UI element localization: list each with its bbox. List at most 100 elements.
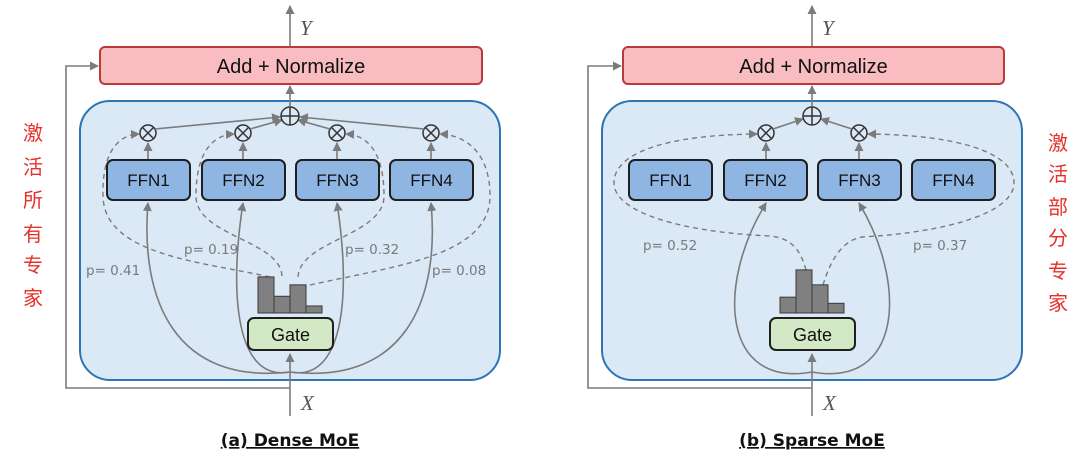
routing-curve	[235, 202, 291, 374]
gate-score-bar	[273, 295, 291, 314]
input-label: X	[822, 391, 837, 415]
gate-weight-curve	[297, 129, 385, 278]
expert-box	[817, 159, 902, 201]
expert-label: FFN3	[316, 171, 359, 190]
side-label-char: 家	[23, 286, 43, 310]
probability-label: p= 0.37	[913, 238, 967, 254]
gate-weight-curve	[102, 129, 271, 278]
expert-ffn1: FFN1	[628, 159, 713, 201]
side-label-char: 有	[23, 222, 43, 246]
side-label-char: 部	[1048, 195, 1068, 219]
side-label-char: 活	[23, 155, 43, 179]
expert-label: FFN1	[127, 171, 170, 190]
routing-curves	[733, 202, 891, 375]
gate-weight-curves	[102, 129, 491, 286]
expert-box	[723, 159, 808, 201]
expert-box	[628, 159, 713, 201]
gate-score-bar	[811, 284, 829, 314]
multiply-node	[328, 124, 346, 142]
weighted-sum-arrow	[299, 113, 425, 130]
add-normalize-box	[622, 46, 1005, 85]
expert-ffn1: FFN1	[106, 159, 191, 201]
side-label-char: 专	[1048, 259, 1068, 283]
gate-score-histogram	[779, 269, 845, 314]
expert-ffn3: FFN3	[295, 159, 380, 201]
routing-curve	[289, 202, 437, 375]
side-label: 激 活 部 分 专 家	[1048, 131, 1068, 315]
expert-ffn3: FFN3	[817, 159, 902, 201]
output-label: Y	[822, 16, 836, 40]
expert-ffn4: FFN4	[389, 159, 474, 201]
gate-label: Gate	[271, 325, 310, 345]
multiply-node	[234, 124, 252, 142]
multiply-node	[422, 124, 440, 142]
panel-caption: (a) Dense MoE	[221, 431, 359, 451]
input-label: X	[300, 391, 315, 415]
side-label: 激 活 所 有 专 家	[23, 121, 43, 310]
panel-caption: (b) Sparse MoE	[739, 431, 885, 451]
expert-label: FFN4	[932, 171, 975, 190]
weighted-sum-arrow	[249, 117, 283, 130]
routing-curve	[811, 202, 891, 375]
probability-label: p= 0.08	[432, 263, 486, 279]
expert-label: FFN2	[744, 171, 787, 190]
gate-weight-curve	[195, 129, 283, 277]
add-normalize-box	[99, 46, 483, 85]
probability-label: p= 0.41	[86, 263, 140, 279]
routing-curves	[142, 202, 437, 375]
side-label-char: 所	[23, 188, 43, 212]
gate-weight-curves	[613, 129, 1015, 286]
gate-score-bar	[257, 276, 275, 314]
expert-label: FFN3	[838, 171, 881, 190]
side-label-char: 活	[1048, 162, 1068, 186]
residual-connection	[587, 61, 812, 389]
dense-moe-panel: Y Add + Normalize FFN1 FFN2 FFN3	[23, 5, 501, 451]
gate-label: Gate	[793, 325, 832, 345]
side-label-char: 激	[1048, 131, 1068, 155]
gate-score-bar	[289, 284, 307, 314]
expert-box	[201, 159, 286, 201]
side-label-char: 家	[1048, 291, 1068, 315]
side-label-char: 激	[23, 121, 43, 145]
expert-label: FFN2	[222, 171, 265, 190]
residual-connection	[65, 61, 290, 389]
multiply-node	[850, 124, 868, 142]
add-normalize-label: Add + Normalize	[217, 56, 365, 78]
add-normalize-label: Add + Normalize	[739, 56, 887, 78]
routing-curve	[142, 202, 291, 375]
routing-curve	[733, 202, 813, 375]
expert-ffn4: FFN4	[911, 159, 996, 201]
gate-score-bar	[305, 305, 323, 314]
weighted-sum-arrow	[772, 117, 804, 130]
gate-weight-curve	[613, 129, 807, 271]
probability-label: p= 0.32	[345, 242, 399, 258]
gate-weight-curve	[309, 129, 491, 286]
gate-score-bar	[827, 302, 845, 314]
output-label: Y	[300, 16, 314, 40]
side-label-char: 分	[1048, 226, 1068, 250]
probability-label: p= 0.19	[184, 242, 238, 258]
sparse-moe-panel: Y Add + Normalize FFN1 FFN2 FFN3 FFN4	[587, 5, 1068, 451]
side-label-char: 专	[23, 253, 43, 277]
sum-node	[802, 106, 822, 126]
expert-box	[106, 159, 191, 201]
gate-score-bar	[795, 269, 813, 314]
expert-ffn2: FFN2	[201, 159, 286, 201]
expert-ffn2: FFN2	[723, 159, 808, 201]
expert-label: FFN1	[649, 171, 692, 190]
multiply-node	[757, 124, 775, 142]
multiply-node	[139, 124, 157, 142]
expert-box	[295, 159, 380, 201]
gate-box	[247, 317, 334, 351]
probability-label: p= 0.52	[643, 238, 697, 254]
routing-curve	[289, 202, 345, 374]
sum-node	[280, 106, 300, 126]
gate-weight-curve	[822, 129, 1015, 286]
weighted-sum-arrow	[820, 117, 853, 130]
expert-box	[911, 159, 996, 201]
gate-score-bar	[779, 296, 797, 314]
gate-box	[769, 317, 856, 351]
weighted-sum-arrow	[154, 113, 281, 130]
expert-label: FFN4	[410, 171, 453, 190]
